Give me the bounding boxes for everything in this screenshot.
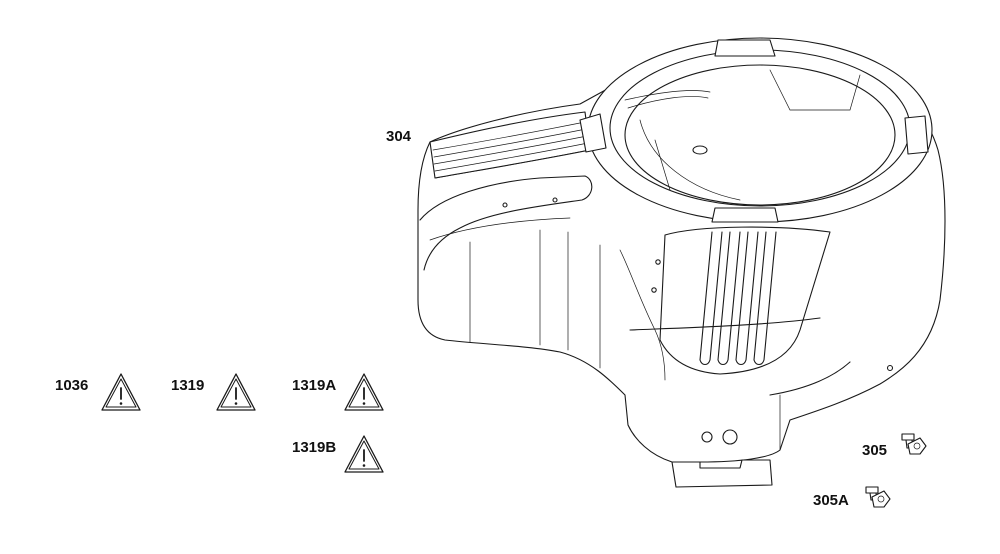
warning-triangle-icon (216, 373, 256, 411)
warning-1319b: 1319B (292, 435, 384, 473)
warning-triangle-icon (101, 373, 141, 411)
screw-305-drawing (901, 433, 927, 455)
warning-1036: 1036 (55, 373, 141, 411)
warning-code: 1319A (292, 377, 336, 394)
callout-304: 304 (386, 128, 412, 145)
warning-1319: 1319 (171, 373, 256, 411)
warning-code: 1319B (292, 439, 336, 456)
callout-305: 305 (862, 442, 887, 459)
blower-housing-drawing (417, 37, 946, 488)
warning-code: 1036 (55, 377, 88, 394)
screw-305a-drawing (865, 486, 891, 508)
warning-triangle-icon (344, 373, 384, 411)
callout-305a: 305A (813, 492, 849, 509)
warning-triangle-icon (344, 435, 384, 473)
warning-1319a: 1319A (292, 373, 384, 411)
warning-code: 1319 (171, 377, 204, 394)
